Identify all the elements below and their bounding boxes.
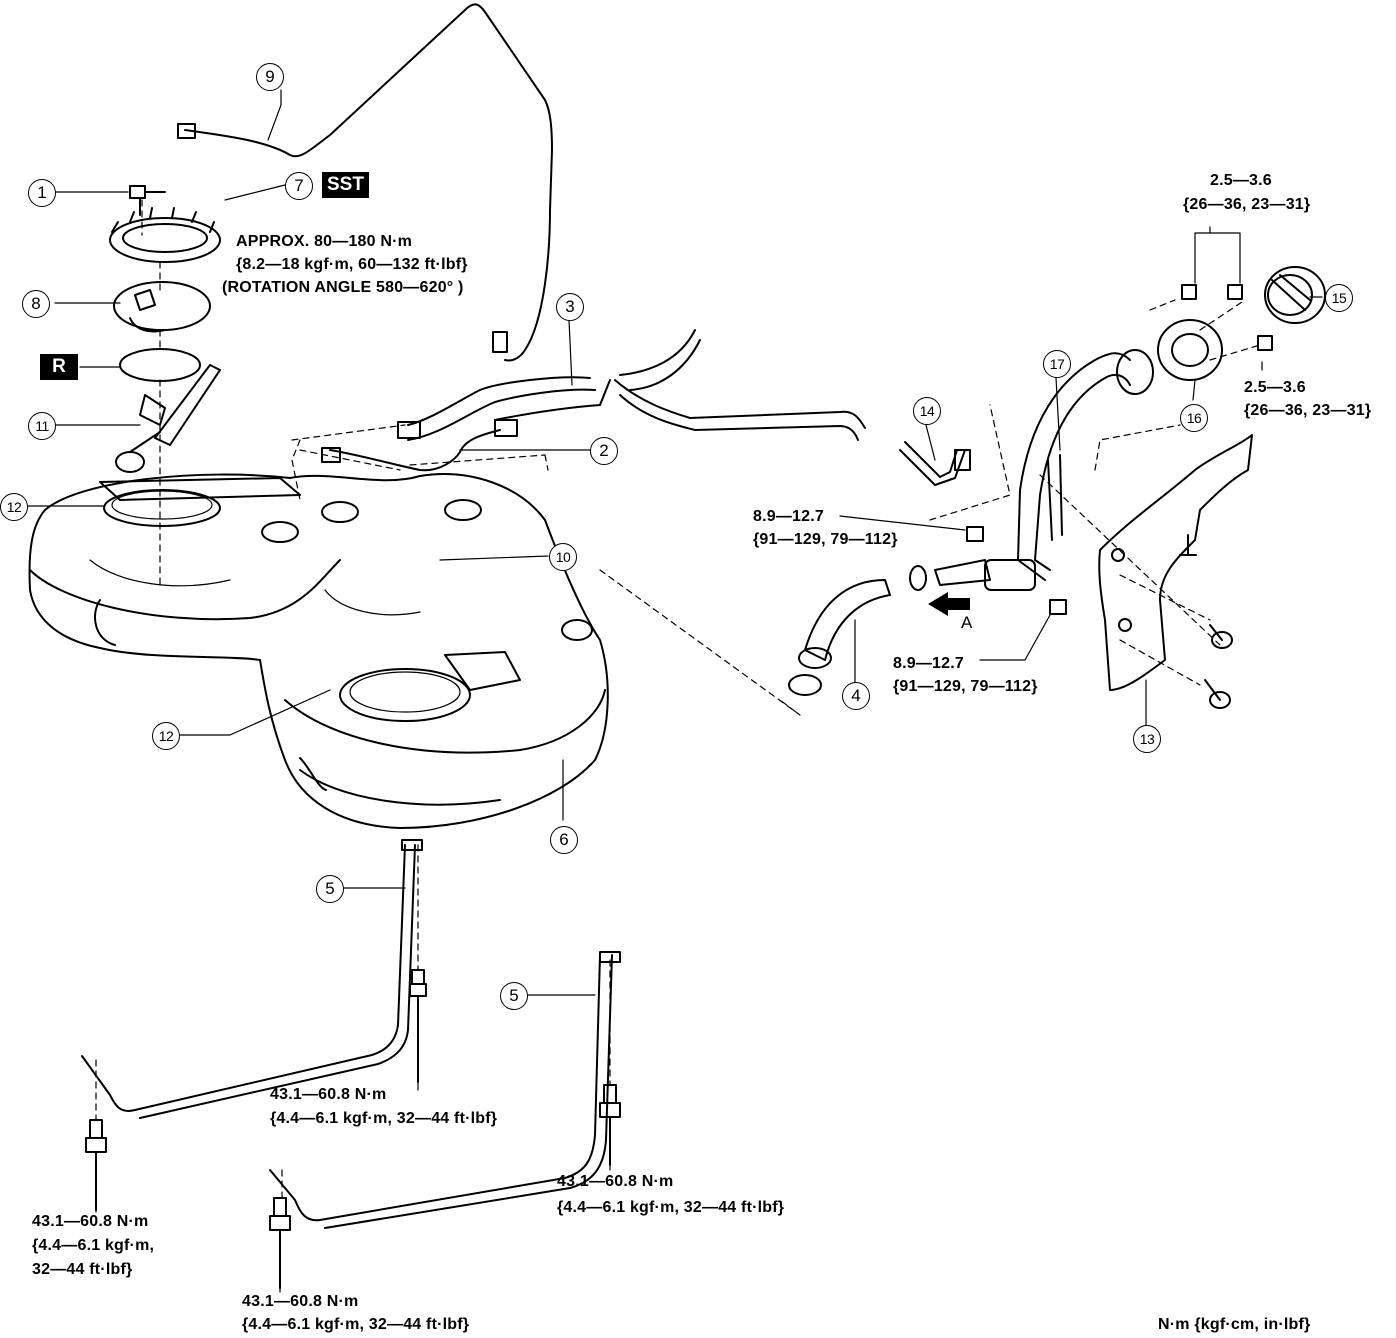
strap-bolts — [85, 969, 621, 1289]
torque-filler-lower-line1: 8.9—12.7 — [893, 655, 964, 672]
torque-band-right-line1: 43.1—60.8 N·m — [557, 1173, 674, 1190]
torque-band-left-line1: 43.1—60.8 N·m — [32, 1213, 149, 1230]
fuel-tank-body — [28, 473, 609, 829]
callout-13: 13 — [1133, 725, 1161, 753]
pump-gasket — [119, 348, 201, 382]
view-arrow-a — [928, 592, 970, 616]
torque-pump-ring-line2: {8.2—18 kgf·m, 60—132 ft·lbf} — [236, 256, 468, 273]
callout-8: 8 — [22, 290, 50, 318]
callout-5-center: 5 — [316, 875, 344, 903]
fuel-pump-connector — [129, 185, 166, 216]
fuel-pump-lock-ring — [109, 207, 221, 263]
torque-cap-bolts-right-line2: {26—36, 23—31} — [1244, 402, 1372, 419]
assembly-guidelines — [95, 199, 1261, 1199]
units-note: N·m {kgf·cm, in·lbf} — [1158, 1316, 1311, 1333]
callout-6: 6 — [550, 826, 578, 854]
filler-hose — [788, 559, 991, 696]
callout-2: 2 — [590, 437, 618, 465]
fuel-hoses — [321, 329, 866, 472]
callout-4: 4 — [842, 682, 870, 710]
torque-cap-bolts-top-line1: 2.5—3.6 — [1210, 172, 1272, 189]
tank-strap-right — [269, 951, 621, 1229]
callout-14: 14 — [913, 397, 941, 425]
fuel-pump-unit — [113, 281, 211, 333]
callout-11: 11 — [28, 412, 56, 440]
torque-band-bottom-line1: 43.1—60.8 N·m — [242, 1293, 359, 1310]
callout-10: 10 — [549, 543, 577, 571]
breather-pipe — [899, 441, 971, 486]
torque-band-left-line2: {4.4—6.1 kgf·m, — [32, 1237, 155, 1254]
filler-neck — [984, 349, 1154, 591]
cap-bolts — [966, 284, 1273, 709]
callout-12-bottom: 12 — [152, 722, 180, 750]
torque-filler-upper-line2: {91—129, 79—112} — [753, 531, 898, 548]
sst-badge: SST — [322, 172, 369, 198]
callout-1: 1 — [28, 179, 56, 207]
fuel-filler-cap — [1264, 266, 1326, 324]
callout-16: 16 — [1180, 404, 1208, 432]
splash-shield — [1098, 434, 1253, 691]
callout-15: 15 — [1325, 284, 1353, 312]
filler-lid-base — [1157, 319, 1223, 381]
torque-band-bottom-line2: {4.4—6.1 kgf·m, 32—44 ft·lbf} — [242, 1316, 470, 1333]
replace-r-badge: R — [40, 354, 78, 380]
tank-strap-center — [81, 839, 423, 1119]
torque-pump-ring-line1: APPROX. 80—180 N·m — [236, 233, 413, 250]
callout-12-top: 12 — [0, 493, 28, 521]
callout-17: 17 — [1043, 350, 1071, 378]
torque-band-right-line2: {4.4—6.1 kgf·m, 32—44 ft·lbf} — [557, 1199, 785, 1216]
torque-filler-lower-line2: {91—129, 79—112} — [893, 678, 1038, 695]
torque-cap-bolts-right-line1: 2.5—3.6 — [1244, 379, 1306, 396]
torque-band-center-line1: 43.1—60.8 N·m — [270, 1086, 387, 1103]
callout-7: 7 — [285, 172, 313, 200]
torque-band-left-line3: 32—44 ft·lbf} — [32, 1261, 133, 1278]
torque-filler-upper-line1: 8.9—12.7 — [753, 508, 824, 525]
leader-lines — [27, 89, 1323, 1293]
harness-connector — [177, 123, 508, 353]
torque-band-center-line2: {4.4—6.1 kgf·m, 32—44 ft·lbf} — [270, 1110, 498, 1127]
torque-pump-ring-line3: (ROTATION ANGLE 580—620° ) — [222, 279, 464, 296]
callout-9: 9 — [256, 63, 284, 91]
wiring-harness — [184, 3, 553, 362]
torque-cap-bolts-top-line2: {26—36, 23—31} — [1183, 196, 1311, 213]
callout-5-right: 5 — [500, 982, 528, 1010]
arrow-a-label: A — [961, 613, 973, 632]
callout-3: 3 — [556, 293, 584, 321]
